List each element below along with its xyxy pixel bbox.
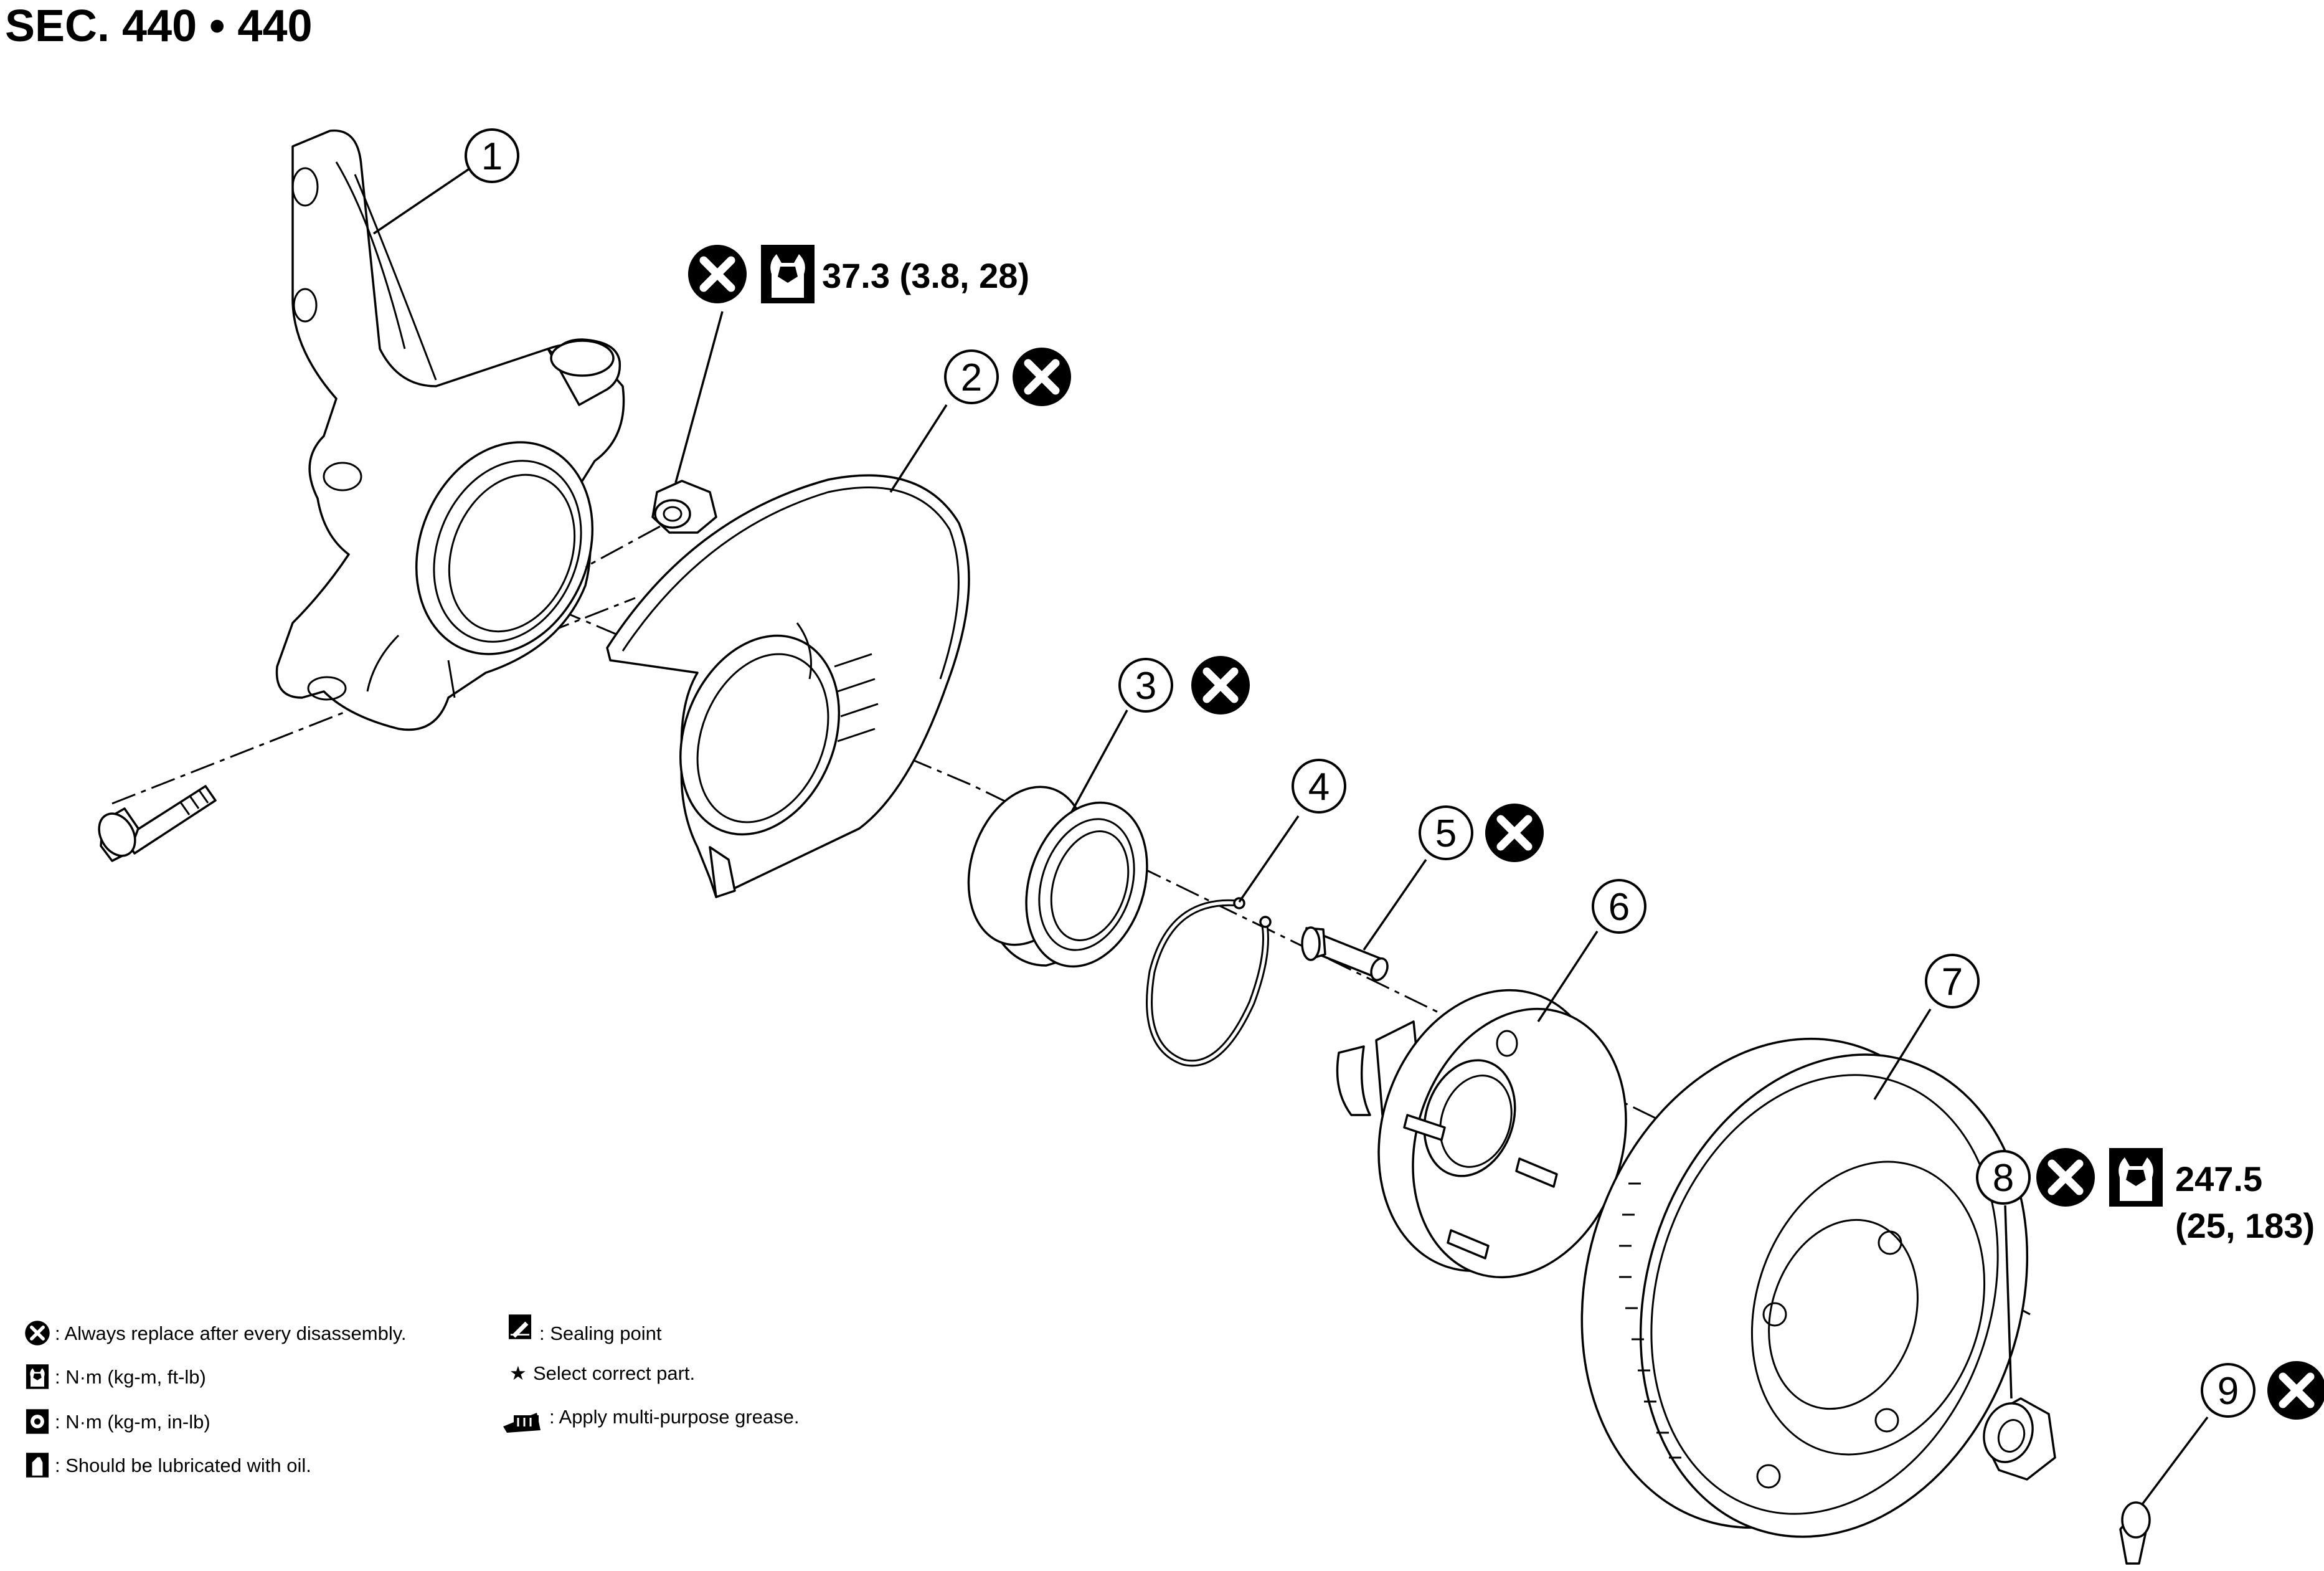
svg-text:2: 2 [961,356,982,399]
legend: : Always replace after every disassembly… [25,1314,800,1478]
replace-icon [1013,348,1071,406]
oil-can-icon [26,1453,49,1478]
hub-lock-nut [1983,1397,2056,1481]
callout-5: 5 [1419,804,1544,862]
callout-9: 9 [2201,1361,2324,1420]
callout-3: 3 [1118,656,1250,714]
svg-text:9: 9 [2218,1370,2239,1413]
leader-6 [1537,931,1599,1022]
torque-spec-bolt-nut: 37.3 (3.8, 28) [688,245,1029,303]
leader-8 [2004,1205,2013,1399]
star-icon: ★ [509,1362,527,1384]
legend-torque-in-lb: : N·m (kg-m, in-lb) [26,1409,210,1434]
leader-9 [2141,1416,2209,1506]
svg-text:(25, 183): (25, 183) [2175,1206,2315,1245]
svg-text:: Sealing point: : Sealing point [539,1322,662,1344]
legend-sealing-point: : Sealing point [508,1314,662,1344]
svg-text:4: 4 [1308,766,1330,809]
replace-icon [688,245,747,303]
svg-text:: Always replace after every d: : Always replace after every disassembly… [55,1322,407,1344]
svg-text:Select correct part.: Select correct part. [533,1362,695,1384]
leader-7 [1873,1009,1932,1100]
svg-text:37.3 (3.8, 28): 37.3 (3.8, 28) [822,256,1029,295]
svg-text:: N·m (kg-m, in-lb): : N·m (kg-m, in-lb) [55,1411,210,1433]
section-title: SEC. 440 • 440 [5,1,313,51]
leader-bolt-nut [674,311,724,483]
leader-3 [1070,710,1128,814]
sealant-icon [508,1314,532,1339]
wheel-bearing [967,786,1148,968]
leader-4 [1238,815,1300,903]
svg-text:247.5: 247.5 [2175,1159,2262,1198]
legend-lubricate-oil: : Should be lubricated with oil. [26,1453,311,1478]
callout-1: 1 [465,128,519,183]
hub-bolt [1301,926,1389,982]
callout-6: 6 [1592,879,1646,934]
legend-torque-ft-lb: : N·m (kg-m, ft-lb) [26,1364,206,1389]
grease-icon [503,1413,541,1433]
cotter-pin [2119,1501,2151,1565]
replace-icon [1191,656,1250,714]
replace-icon [2267,1361,2324,1420]
torque-wrench-icon [26,1364,49,1389]
svg-text:7: 7 [1942,961,1963,1004]
callout-8: 8 [1976,1148,2095,1207]
disc-rotor [1580,1037,2029,1538]
leader-5 [1363,859,1427,951]
callout-4: 4 [1292,759,1346,814]
leader-1 [373,166,473,235]
legend-replace: : Always replace after every disassembly… [25,1321,407,1345]
wheel-hub [1336,989,1627,1279]
replace-icon [25,1321,49,1345]
svg-text:: Should be lubricated with oi: : Should be lubricated with oil. [55,1455,311,1476]
svg-text:5: 5 [1435,812,1457,855]
replace-icon [1485,804,1544,862]
legend-select-part: ★ Select correct part. [509,1362,695,1384]
snap-ring [1146,897,1272,1067]
splash-guard-nut [585,480,717,568]
back-plate [606,474,970,898]
svg-text:6: 6 [1608,886,1630,929]
replace-icon [2036,1148,2095,1207]
steering-knuckle [275,129,625,731]
svg-text:1: 1 [481,135,503,178]
torque-spec-hub-nut: 247.5 (25, 183) [2109,1148,2315,1245]
knuckle-bolt [98,785,217,862]
callout-2: 2 [944,348,1071,406]
torque-wrench-icon [2109,1148,2163,1207]
svg-text:3: 3 [1135,665,1156,708]
torque-wrench-icon [761,245,815,303]
leader-2 [889,404,948,493]
svg-text:: Apply multi-purpose grease.: : Apply multi-purpose grease. [549,1406,800,1428]
callout-7: 7 [1925,954,1980,1009]
svg-text:8: 8 [1993,1157,2014,1200]
legend-grease: : Apply multi-purpose grease. [503,1406,800,1433]
svg-text:: N·m (kg-m, ft-lb): : N·m (kg-m, ft-lb) [55,1366,206,1388]
